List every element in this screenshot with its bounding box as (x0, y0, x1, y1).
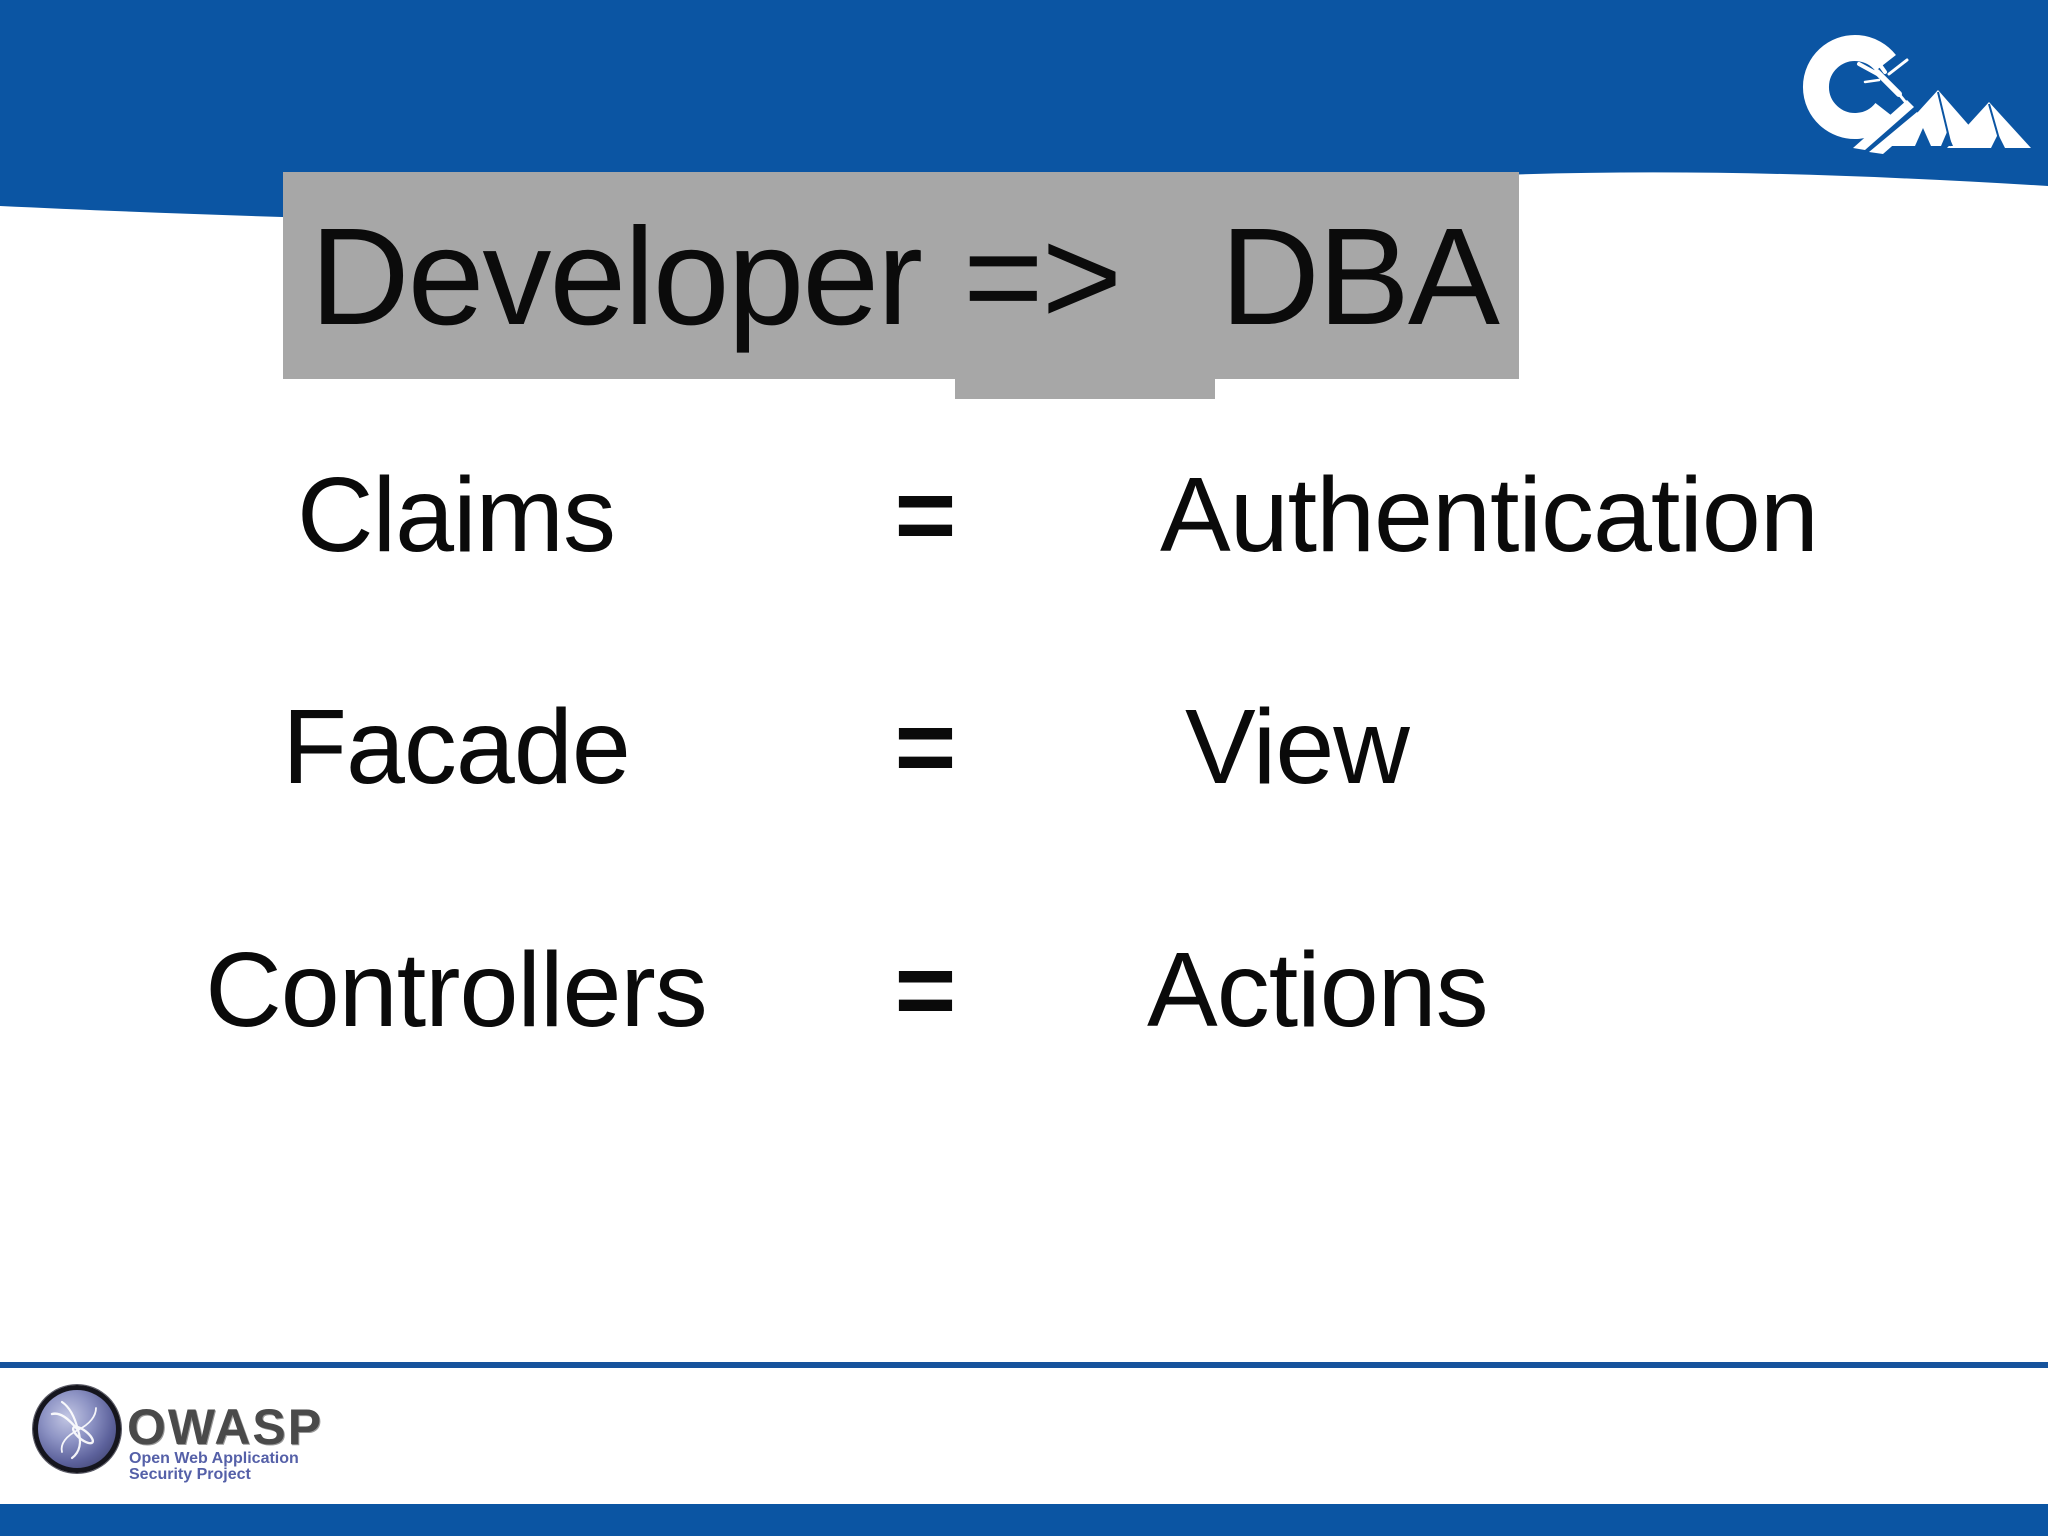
owasp-logo (33, 1385, 121, 1473)
header-band (0, 0, 2048, 221)
owasp-wordmark: OWASP (127, 1399, 324, 1455)
row-definition: Authentication (1160, 456, 1819, 574)
title-arrow: => (963, 200, 1122, 354)
row-definition: View (1185, 688, 1410, 806)
slide-title: Developer => DBA (310, 200, 1500, 354)
equals-sign: = (894, 456, 957, 574)
mapping-row: Controllers = Actions (0, 937, 2048, 1057)
c-letter-shape (1802, 35, 1896, 139)
footer-divider-line (0, 1362, 2048, 1368)
conference-c-mountains-logo (1802, 35, 2031, 154)
row-term: Claims (297, 456, 616, 574)
row-definition: Actions (1147, 931, 1489, 1049)
title-highlight-box (283, 172, 1519, 379)
row-term: Controllers (205, 931, 708, 1049)
owasp-tagline-line2: Security Project (129, 1466, 251, 1483)
footer-band (0, 1504, 2048, 1536)
owasp-tagline-line1: Open Web Application (129, 1450, 299, 1467)
title-right: DBA (1220, 200, 1500, 354)
row-term: Facade (282, 688, 631, 806)
title-left: Developer (310, 200, 923, 354)
mapping-row: Claims = Authentication (0, 462, 2048, 582)
owasp-wasp-icon (50, 1400, 97, 1460)
equals-sign: = (894, 931, 957, 1049)
equals-sign: = (894, 688, 957, 806)
mapping-row: Facade = View (0, 694, 2048, 814)
mountains-icon (1853, 90, 2031, 154)
owasp-tagline: Open Web Application Security Project (129, 1451, 299, 1483)
